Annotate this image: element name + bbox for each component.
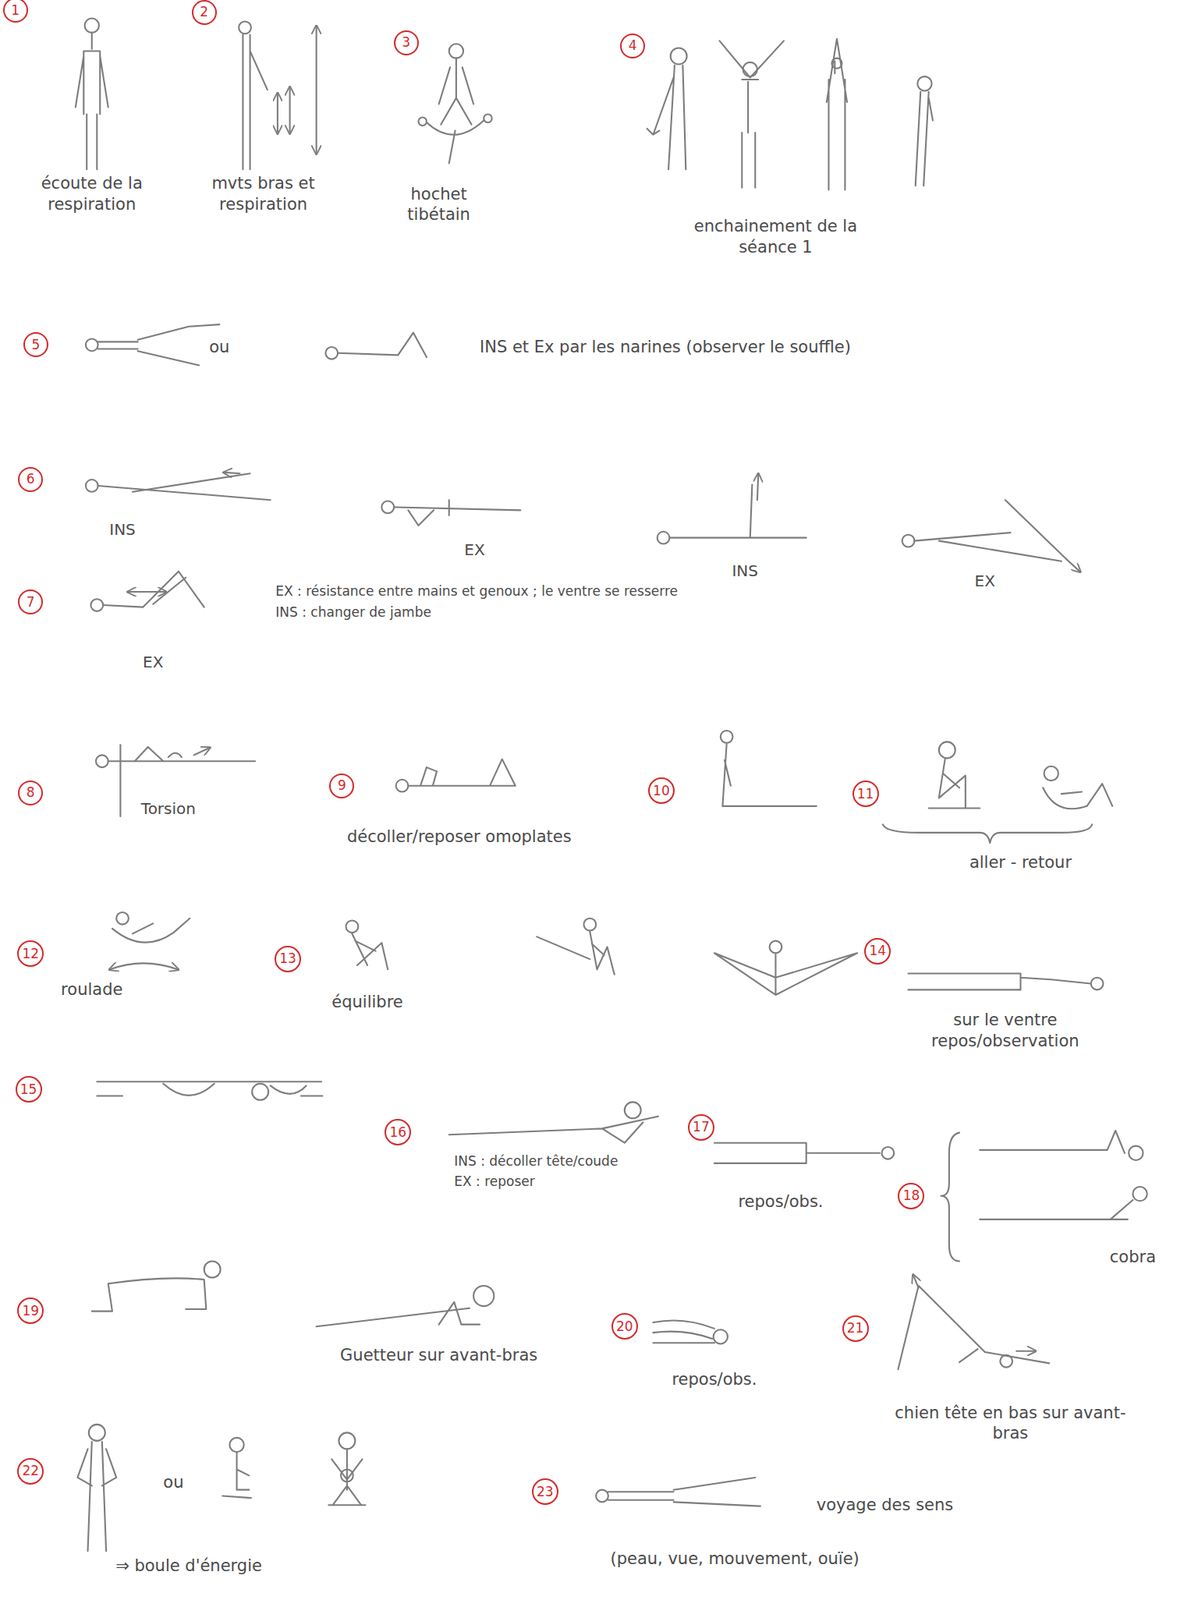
- caption-label: décoller/reposer omoplates: [347, 826, 572, 848]
- step-number-text: 4: [628, 38, 638, 53]
- step-number-text: 14: [868, 944, 887, 958]
- caption-label: chien tête en bas sur avant-bras: [877, 1403, 1143, 1445]
- step-number-text: 6: [26, 472, 36, 486]
- caption-label: roulade: [60, 979, 123, 1000]
- wave-figure: [96, 1081, 323, 1101]
- caption-label: cobra: [1109, 1247, 1156, 1268]
- step-number: 12: [17, 940, 44, 968]
- step-number-text: 3: [401, 35, 411, 50]
- step-number: 18: [897, 1183, 925, 1210]
- step-number-text: 12: [21, 947, 39, 961]
- prone-figure: [908, 973, 1104, 990]
- step-number-text: 13: [279, 952, 297, 966]
- step-number: 1: [3, 0, 29, 23]
- step-number-text: 1: [10, 3, 20, 18]
- step-number-text: 5: [31, 338, 40, 352]
- caption-label: INS: [109, 520, 136, 540]
- caption-label: équilibre: [331, 992, 404, 1013]
- step-number-text: 2: [199, 5, 209, 19]
- seated-figure: [720, 730, 817, 807]
- step-number-text: 16: [389, 1126, 407, 1140]
- caption-label: enchainement de la séance 1: [673, 216, 877, 258]
- caption-label: voyage des sens: [816, 1495, 954, 1516]
- step-number: 15: [15, 1076, 43, 1103]
- prone-rest-figure: [714, 1143, 894, 1164]
- step-number: 10: [648, 777, 675, 805]
- caption-label: ou: [163, 1472, 184, 1493]
- step-number: 14: [864, 938, 891, 965]
- downward-dog-figure: [897, 1276, 1050, 1370]
- step-number: 22: [17, 1458, 44, 1486]
- step-number-text: 15: [20, 1083, 38, 1097]
- caption-label: EX : résistance entre mains et genoux ; …: [275, 583, 678, 600]
- arms-figure: [238, 21, 316, 170]
- step-number-text: 8: [26, 786, 36, 800]
- caption-label: INS : changer de jambe: [275, 604, 432, 621]
- lying-breathing-figures: [85, 472, 1080, 572]
- step-number: 5: [23, 332, 49, 358]
- caption-label: écoute de la respiration: [17, 173, 167, 215]
- step-number: 7: [17, 589, 43, 615]
- caption-label: Guetteur sur avant-bras: [340, 1345, 538, 1366]
- caption-label: Torsion: [141, 799, 196, 819]
- cobra-figures: [940, 1130, 1147, 1262]
- caption-label: repos/obs.: [671, 1369, 757, 1390]
- table-and-sphinx-figures: [92, 1261, 495, 1328]
- step-number: 9: [329, 773, 355, 799]
- caption-label: EX: [142, 652, 164, 673]
- step-number-text: 19: [21, 1304, 39, 1319]
- caption-label: ou: [209, 336, 230, 358]
- lying-senses-figure: [595, 1478, 761, 1507]
- step-number: 6: [17, 467, 43, 493]
- step-number: 20: [611, 1313, 639, 1340]
- step-number: 11: [852, 780, 880, 808]
- step-number: 23: [531, 1478, 559, 1506]
- balance-figures: [346, 918, 858, 996]
- head-lift-figure: [449, 1102, 659, 1143]
- caption-label: mvts bras et respiration: [197, 173, 330, 215]
- energy-ball-figures: [77, 1424, 366, 1552]
- lying-figures: [85, 324, 427, 366]
- caption-label: hochet tibétain: [380, 184, 498, 226]
- step-number-text: 20: [616, 1320, 634, 1334]
- step-number-text: 18: [903, 1189, 921, 1203]
- step-number: 4: [620, 33, 646, 59]
- step-number-text: 11: [857, 787, 875, 802]
- caption-label: sur le ventre repos/observation: [900, 1010, 1111, 1052]
- step-number: 8: [17, 780, 43, 806]
- caption-label: repos/obs.: [737, 1191, 823, 1213]
- shoulder-blade-figure: [396, 759, 516, 793]
- caption-label: EX : reposer: [453, 1173, 536, 1191]
- rocking-figures: [882, 741, 1113, 844]
- seated-bowl-figure: [418, 43, 492, 164]
- step-number: 2: [191, 0, 217, 25]
- step-number: 16: [384, 1119, 412, 1146]
- caption-label: EX: [464, 540, 485, 561]
- knee-press-figure: [90, 571, 204, 612]
- step-number-text: 9: [337, 779, 347, 793]
- step-number: 13: [274, 946, 302, 973]
- step-number: 21: [842, 1315, 869, 1343]
- sequence-figures: [647, 38, 933, 191]
- step-number-text: 22: [21, 1464, 39, 1479]
- step-number: 17: [687, 1114, 715, 1142]
- caption-label: (peau, vue, mouvement, ouïe): [609, 1549, 859, 1570]
- step-number-text: 21: [847, 1322, 865, 1336]
- caption-label: INS: [731, 561, 759, 582]
- step-number-text: 17: [692, 1120, 710, 1135]
- caption-label: EX: [974, 571, 996, 592]
- roll-figure: [109, 912, 190, 970]
- step-number: 3: [393, 30, 419, 56]
- caption-label: ⇒ boule d'énergie: [115, 1556, 263, 1577]
- caption-label: INS et Ex par les narines (observer le s…: [479, 336, 851, 358]
- caption-label: aller - retour: [969, 852, 1072, 873]
- step-number: 19: [17, 1297, 44, 1325]
- caption-label: INS : décoller tête/coude: [453, 1153, 618, 1170]
- child-pose-figure: [652, 1320, 728, 1344]
- step-number-text: 10: [652, 784, 670, 798]
- step-number-text: 7: [26, 595, 36, 610]
- step-number-text: 23: [536, 1485, 554, 1500]
- standing-figure: [75, 18, 109, 171]
